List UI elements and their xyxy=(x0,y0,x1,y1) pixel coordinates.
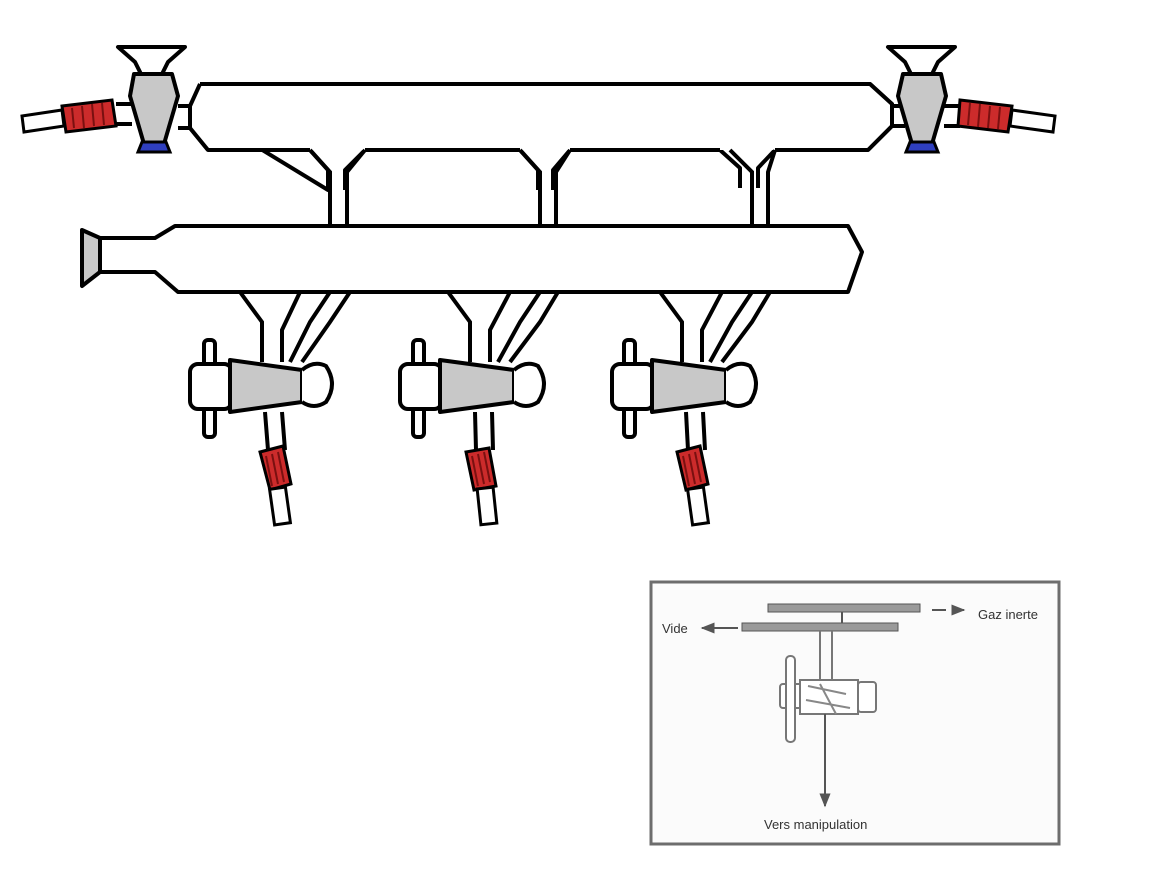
conical-stopcock-icon[interactable] xyxy=(896,72,948,146)
tap-stopcock-icon[interactable] xyxy=(650,358,728,414)
upper-manifold xyxy=(178,82,905,192)
inert-gas-line xyxy=(767,603,921,613)
right-end-stopcock xyxy=(886,45,1057,154)
vacuum-line xyxy=(741,622,899,632)
label-vide: Vide xyxy=(662,621,688,636)
label-gaz-inerte: Gaz inerte xyxy=(978,607,1038,622)
tap-stopcock-icon[interactable] xyxy=(438,358,516,414)
tap-unit-2 xyxy=(398,290,560,527)
cap-icon xyxy=(903,140,941,154)
hose-connector-icon xyxy=(60,98,118,134)
hose-connector-icon xyxy=(956,98,1014,134)
connecting-tubes xyxy=(308,148,777,226)
left-end-stopcock xyxy=(20,45,187,154)
tap-unit-1 xyxy=(188,290,352,527)
inset-schematic: Vide Gaz inerte Vers manipulation xyxy=(649,580,1061,846)
inset-tap-handle xyxy=(785,655,796,743)
stopper-head[interactable] xyxy=(886,45,957,76)
lower-manifold-tube xyxy=(98,224,864,294)
stopper-head[interactable] xyxy=(116,45,187,76)
tap-unit-3 xyxy=(610,290,772,527)
lower-manifold xyxy=(80,224,864,294)
cap-icon xyxy=(135,140,173,154)
tap-stopcock-icon[interactable] xyxy=(228,358,304,414)
ground-joint-icon xyxy=(80,228,102,288)
conical-stopcock-icon[interactable] xyxy=(128,72,180,146)
label-vers-manipulation: Vers manipulation xyxy=(764,817,867,832)
